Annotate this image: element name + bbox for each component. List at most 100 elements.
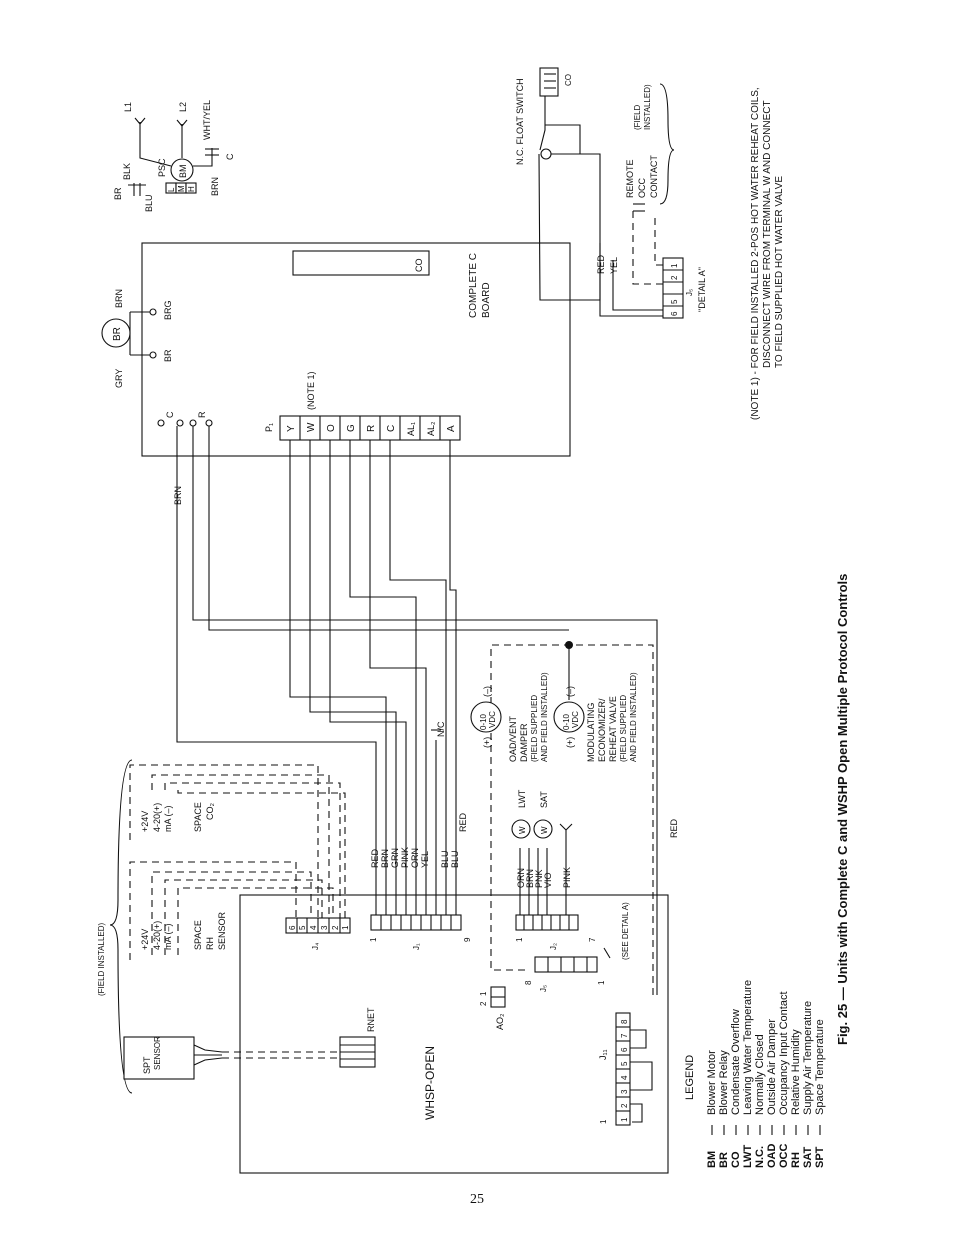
j2-wire-pnk: PNK [534,869,544,888]
wht-yel-label: WHT/YEL [202,100,212,140]
motor-c-label: C [225,153,235,160]
rh-rh-label: RH [205,937,215,950]
j1-wire-red: RED [370,848,380,868]
j11-pin-6: 6 [620,1047,629,1052]
complete-c-board-label-2: BOARD [481,282,492,318]
j1-wire-yel: YEL [420,851,430,868]
mod-vdc2: VDC [571,711,580,728]
occ-label: OCC [637,178,647,199]
legend-desc-spt: Space Temperature [814,1019,826,1115]
complete-c-board-label-1: COMPLETE C [468,253,479,318]
detail-co-label: CO [564,74,573,86]
oad-vdc2: VDC [488,711,497,728]
motor-pin-m: M [177,185,186,192]
note-line-3: TO FIELD SUPPLIED HOT WATER VALVE [774,176,785,368]
motor-pin-l: L [167,187,176,192]
mod-plus: (+) [565,737,575,748]
oad-minus: (–) [482,686,492,697]
j1-label: J₁ [412,943,421,950]
legend-desc-br: Blower Relay [718,1050,730,1115]
rh-space-label: SPACE [193,920,203,950]
float-switch-label: N.C. FLOAT SWITCH [515,78,525,165]
j1-pin-9: 9 [463,937,472,942]
legend-abbr-lwt: LWT [742,1145,754,1168]
j2-wire-brn: BRN [525,869,535,888]
detail-yel-label: YEL [609,257,619,274]
legend-desc-occ: Occupancy Input Contact [778,991,790,1115]
j11-pin-5: 5 [620,1061,629,1066]
mod-label-1: MODULATING [586,703,596,762]
note1-ref: (NOTE 1) [306,371,316,410]
j1-wire-blu: BLU [440,850,450,868]
j4-pin-2: 2 [331,925,340,930]
motor-blu-label: BLU [144,194,154,212]
j2-pin-1: 1 [515,937,524,942]
red-mid-wire-label: RED [458,812,468,832]
sat-symbol: W [540,826,549,834]
c-terminal-label: C [165,411,175,418]
mod-minus: (–) [565,686,575,697]
j5-pin-1: 1 [597,980,606,985]
mod-vdc1: 0-10 [562,713,571,730]
rnet-label: RNET [366,1007,376,1032]
nc-label: N/C [436,721,446,737]
legend: LEGEND BM Blower Motor BR Blower Relay C… [684,980,826,1168]
rh-24v-label: +24V [140,929,150,950]
contact-label: CONTACT [649,155,659,198]
detail-pin-6: 6 [670,311,679,316]
legend-abbr-bm: BM [706,1151,718,1168]
detail-red-label: RED [596,254,606,274]
co2-420-label: 4-20(+) [152,803,162,832]
j5-label: J₅ [539,985,548,992]
motor-blk-label: BLK [122,163,132,180]
l1-label: L1 [123,102,133,112]
j1-wire-brn: BRN [380,849,390,868]
j1-pin-1: 1 [369,937,378,942]
field-installed-1: (FIELD [633,104,642,130]
j2-wire-vio: VIO [543,872,553,888]
page-number: 25 [470,1192,484,1207]
p1-pin-r: R [366,425,377,432]
mod-label-5: AND FIELD INSTALLED) [629,672,638,762]
mod-label-3: REHEAT VALVE [608,696,618,762]
j4-pin-3: 3 [320,925,329,930]
p1-label: P₁ [264,423,274,432]
lwt-symbol: W [518,826,527,834]
j5-pin-8: 8 [524,980,533,985]
r-terminal-label: R [197,411,207,418]
j1-wire-grn: GRN [390,848,400,868]
j4-pin-1: 1 [341,925,350,930]
legend-desc-lwt: Leaving Water Temperature [742,980,754,1115]
p1-pin-o: O [326,424,337,432]
figure-caption: Fig. 25 — Units with Complete C and WSHP… [835,574,850,1045]
p1-pin-c: C [386,425,397,432]
j11-pin-3: 3 [620,1089,629,1094]
psc-label: PSC [157,158,167,177]
field-installed-label: (FIELD INSTALLED) [97,922,106,996]
l2-label: L2 [178,102,188,112]
brn-wire-label: BRN [173,486,183,505]
legend-desc-co: Condensate Overflow [730,1009,742,1115]
ao2-label: AO₂ [495,1013,505,1030]
j2-wire-orn: ORN [516,868,526,888]
co2-ma-label: mA (–) [163,805,173,832]
j11-pin-8: 8 [620,1019,629,1024]
detail-pin-1: 1 [670,263,679,268]
j11-pin-1: 1 [620,1117,629,1122]
oad-label-1: OAD/VENT [508,715,518,762]
spt-sensor-label: SENSOR [153,1036,162,1070]
motor-brn-label: BRN [210,177,220,196]
legend-abbr-spt: SPT [814,1146,826,1168]
detail-pin-2: 2 [670,275,679,280]
see-detail-a: (SEE DETAIL A) [621,902,630,960]
j4-pin-6: 6 [288,925,297,930]
p1-pin-w: W [306,422,317,432]
j1-wire-blu-2: BLU [450,850,460,868]
oad-plus: (+) [482,737,492,748]
blower-relay: BR GRY BRN [101,289,150,388]
whsp-open-label: WHSP-OPEN [423,1046,437,1120]
rh-420-label: 4-20(+) [152,921,162,950]
field-installed-2: INSTALLED) [643,84,652,130]
j11-start-label: 1 [599,1119,608,1124]
j1-wire-pink: PINK [400,847,410,868]
